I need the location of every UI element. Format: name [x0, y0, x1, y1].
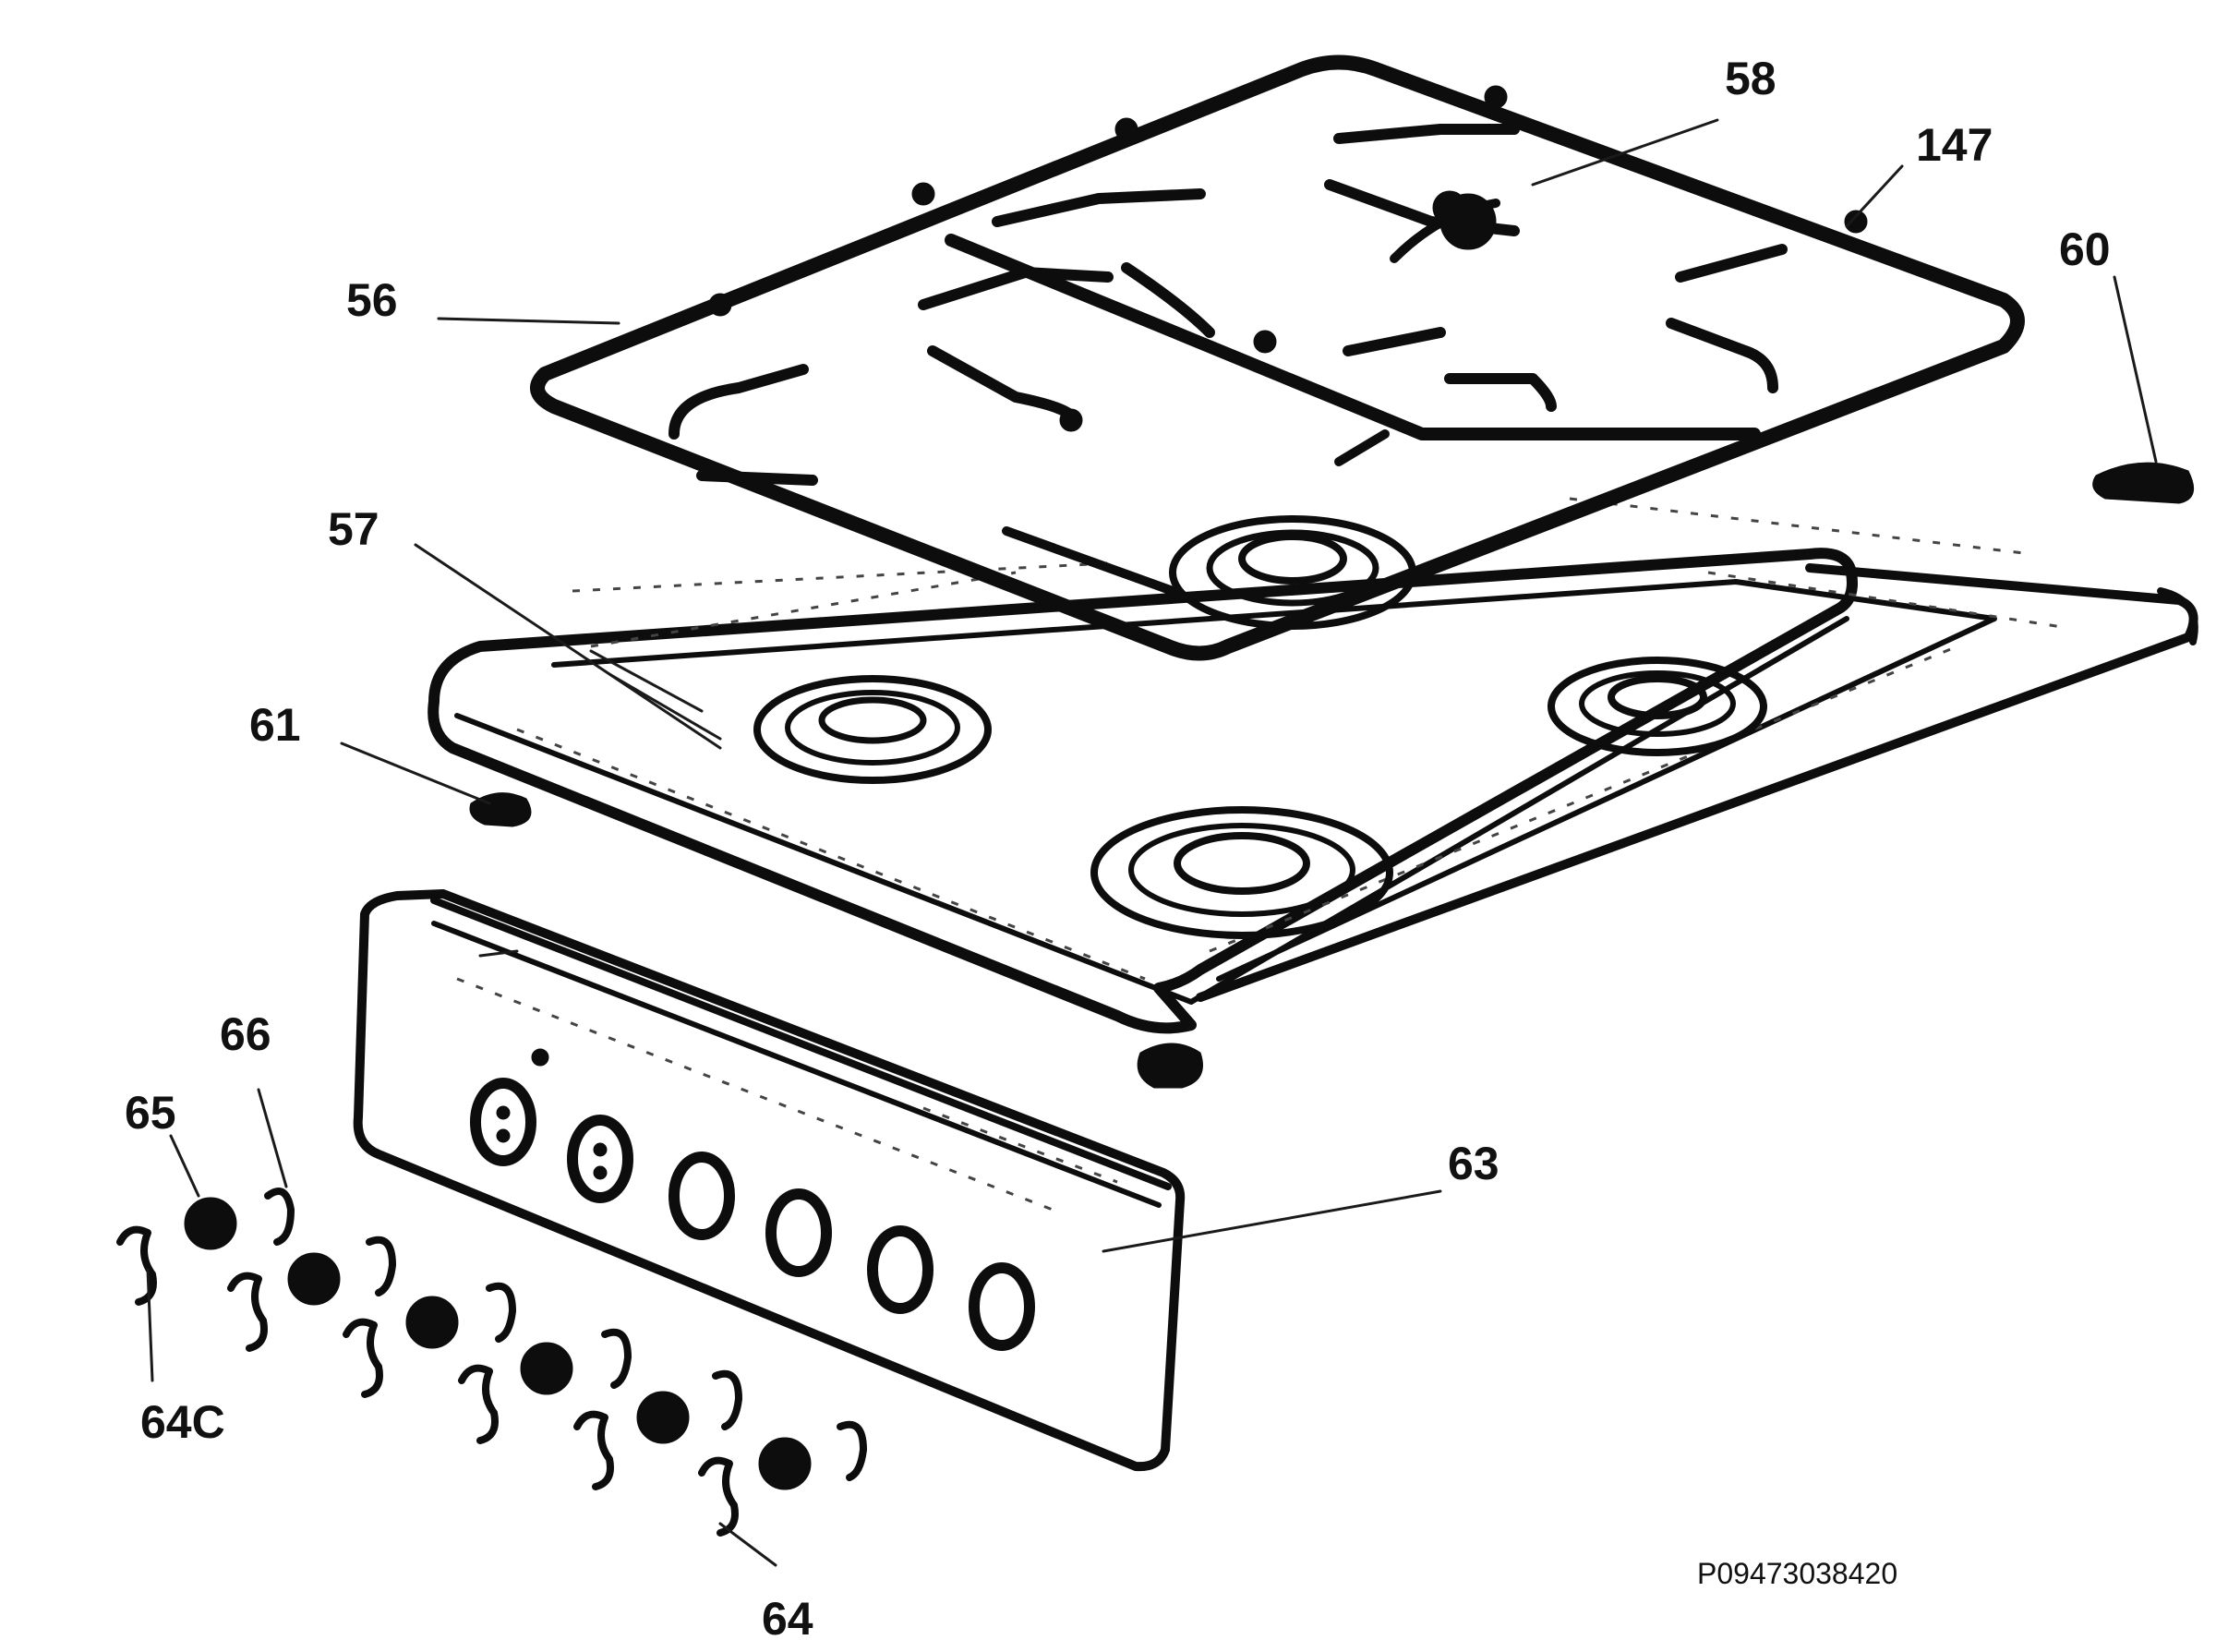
leader-63 — [1102, 1189, 1442, 1253]
leader-147 — [1845, 164, 1904, 228]
callout-56: 56 — [346, 274, 398, 326]
knob-springs — [264, 1188, 867, 1481]
diagram-reference-code: P09473038420 — [1697, 1557, 1898, 1590]
pan-support-grid — [530, 54, 2025, 661]
burner-front-left — [753, 675, 992, 784]
leader-60 — [2113, 275, 2158, 464]
leader-58 — [1531, 118, 1719, 187]
callout-58: 58 — [1725, 53, 1776, 104]
buffer-60 — [2092, 462, 2195, 504]
burner-rear-center — [1169, 515, 1416, 630]
hob-top-plate — [428, 497, 2198, 1034]
leader-61 — [340, 742, 491, 805]
callout-147: 147 — [1916, 119, 1993, 171]
control-panel — [353, 889, 1186, 1472]
leader-65 — [169, 1134, 200, 1198]
burner-front-center — [1090, 806, 1393, 939]
leader-64 — [718, 1522, 777, 1567]
knob-shafts — [116, 1225, 739, 1537]
burner-right — [1548, 657, 1767, 756]
callout-65: 65 — [125, 1087, 176, 1139]
buffer-front — [1137, 1043, 1203, 1089]
callout-64: 64 — [762, 1593, 813, 1645]
leader-57 — [414, 543, 722, 750]
panel-knob-holes — [470, 1078, 1035, 1351]
callout-57: 57 — [328, 503, 379, 555]
callout-60: 60 — [2059, 223, 2111, 275]
callout-64c: 64C — [140, 1396, 225, 1448]
callout-66: 66 — [220, 1008, 271, 1060]
callout-61: 61 — [249, 699, 301, 751]
leader-56 — [437, 317, 620, 325]
callout-63: 63 — [1448, 1138, 1499, 1189]
leader-lines — [146, 118, 2158, 1567]
leader-64c — [146, 1268, 154, 1382]
leader-66 — [257, 1088, 288, 1188]
control-knobs — [184, 1197, 812, 1490]
